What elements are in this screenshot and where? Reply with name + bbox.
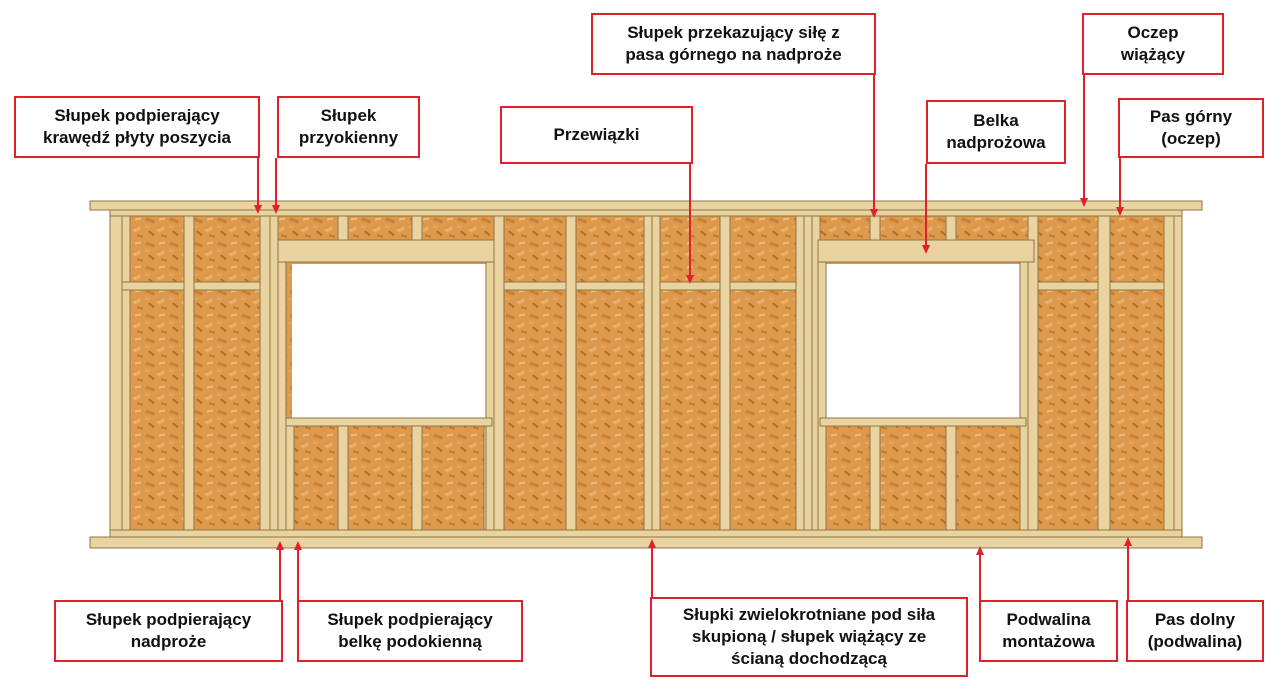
label-podwalina-montazowa: Podwalina montażowa	[979, 600, 1118, 662]
arrowhead	[1080, 198, 1088, 207]
stud	[285, 417, 295, 537]
stud	[817, 261, 827, 537]
header-beam-left	[277, 239, 495, 263]
stud	[795, 213, 805, 537]
arrowhead	[272, 205, 280, 214]
stud	[109, 213, 123, 537]
stud	[1173, 213, 1183, 537]
stud	[719, 213, 731, 537]
sill-beam-right	[819, 417, 1027, 427]
label-pas-gorny: Pas górny (oczep)	[1118, 98, 1264, 158]
timber-members	[89, 200, 1203, 549]
label-slupek-belke: Słupek podpierający belkę podokienną	[297, 600, 523, 662]
sill-beam-left	[285, 417, 493, 427]
arrowhead	[294, 541, 302, 550]
callout-arrowheads	[254, 198, 1132, 555]
bottom-plate	[109, 529, 1183, 538]
blocking	[1109, 281, 1165, 291]
sole-plate	[89, 536, 1203, 549]
callout-leaders	[257, 75, 1129, 600]
stud	[277, 261, 287, 537]
stud	[269, 213, 279, 537]
stud	[803, 213, 813, 537]
window-opening-right	[826, 264, 1020, 418]
arrowhead	[1124, 537, 1132, 546]
top-cap-plate	[89, 200, 1203, 211]
label-pas-dolny: Pas dolny (podwalina)	[1126, 600, 1264, 662]
label-przewiazki: Przewiązki	[500, 106, 693, 164]
label-slupek-przyokienny: Słupek przyokienny	[277, 96, 420, 158]
label-slupek-krawedz: Słupek podpierający krawędź płyty poszyc…	[14, 96, 260, 158]
blocking	[1037, 281, 1099, 291]
stud	[1097, 213, 1111, 537]
stud	[643, 213, 653, 537]
stud	[651, 213, 661, 537]
arrowhead	[976, 546, 984, 555]
stud	[565, 213, 577, 537]
arrowhead	[870, 209, 878, 218]
label-belka-nadprozowa: Belka nadprożowa	[926, 100, 1066, 164]
blocking	[193, 281, 261, 291]
arrowhead	[276, 541, 284, 550]
window-openings	[292, 264, 1020, 418]
stud	[945, 423, 957, 537]
arrowhead	[648, 539, 656, 548]
label-slupki-zwielokrotniane: Słupki zwielokrotniane pod siła skupioną…	[650, 597, 968, 677]
arrowhead	[686, 275, 694, 284]
stud	[411, 423, 423, 537]
label-oczep-wiazacy: Oczep wiążący	[1082, 13, 1224, 75]
stud	[337, 423, 349, 537]
arrowhead	[922, 245, 930, 254]
stud	[1163, 213, 1175, 537]
window-opening-left	[292, 264, 486, 418]
blocking	[503, 281, 567, 291]
stud	[869, 423, 881, 537]
arrowhead	[254, 205, 262, 214]
arrowhead	[1116, 207, 1124, 216]
label-slupek-nadproze: Słupek podpierający nadproże	[54, 600, 283, 662]
stud	[493, 213, 505, 537]
blocking	[575, 281, 645, 291]
blocking	[121, 281, 185, 291]
stud	[183, 213, 195, 537]
stud	[121, 213, 131, 537]
stud	[259, 213, 271, 537]
label-slupek-przekazujacy: Słupek przekazujący siłę z pasa górnego …	[591, 13, 876, 75]
blocking	[729, 281, 797, 291]
stud	[485, 261, 495, 537]
stud	[1019, 261, 1029, 537]
